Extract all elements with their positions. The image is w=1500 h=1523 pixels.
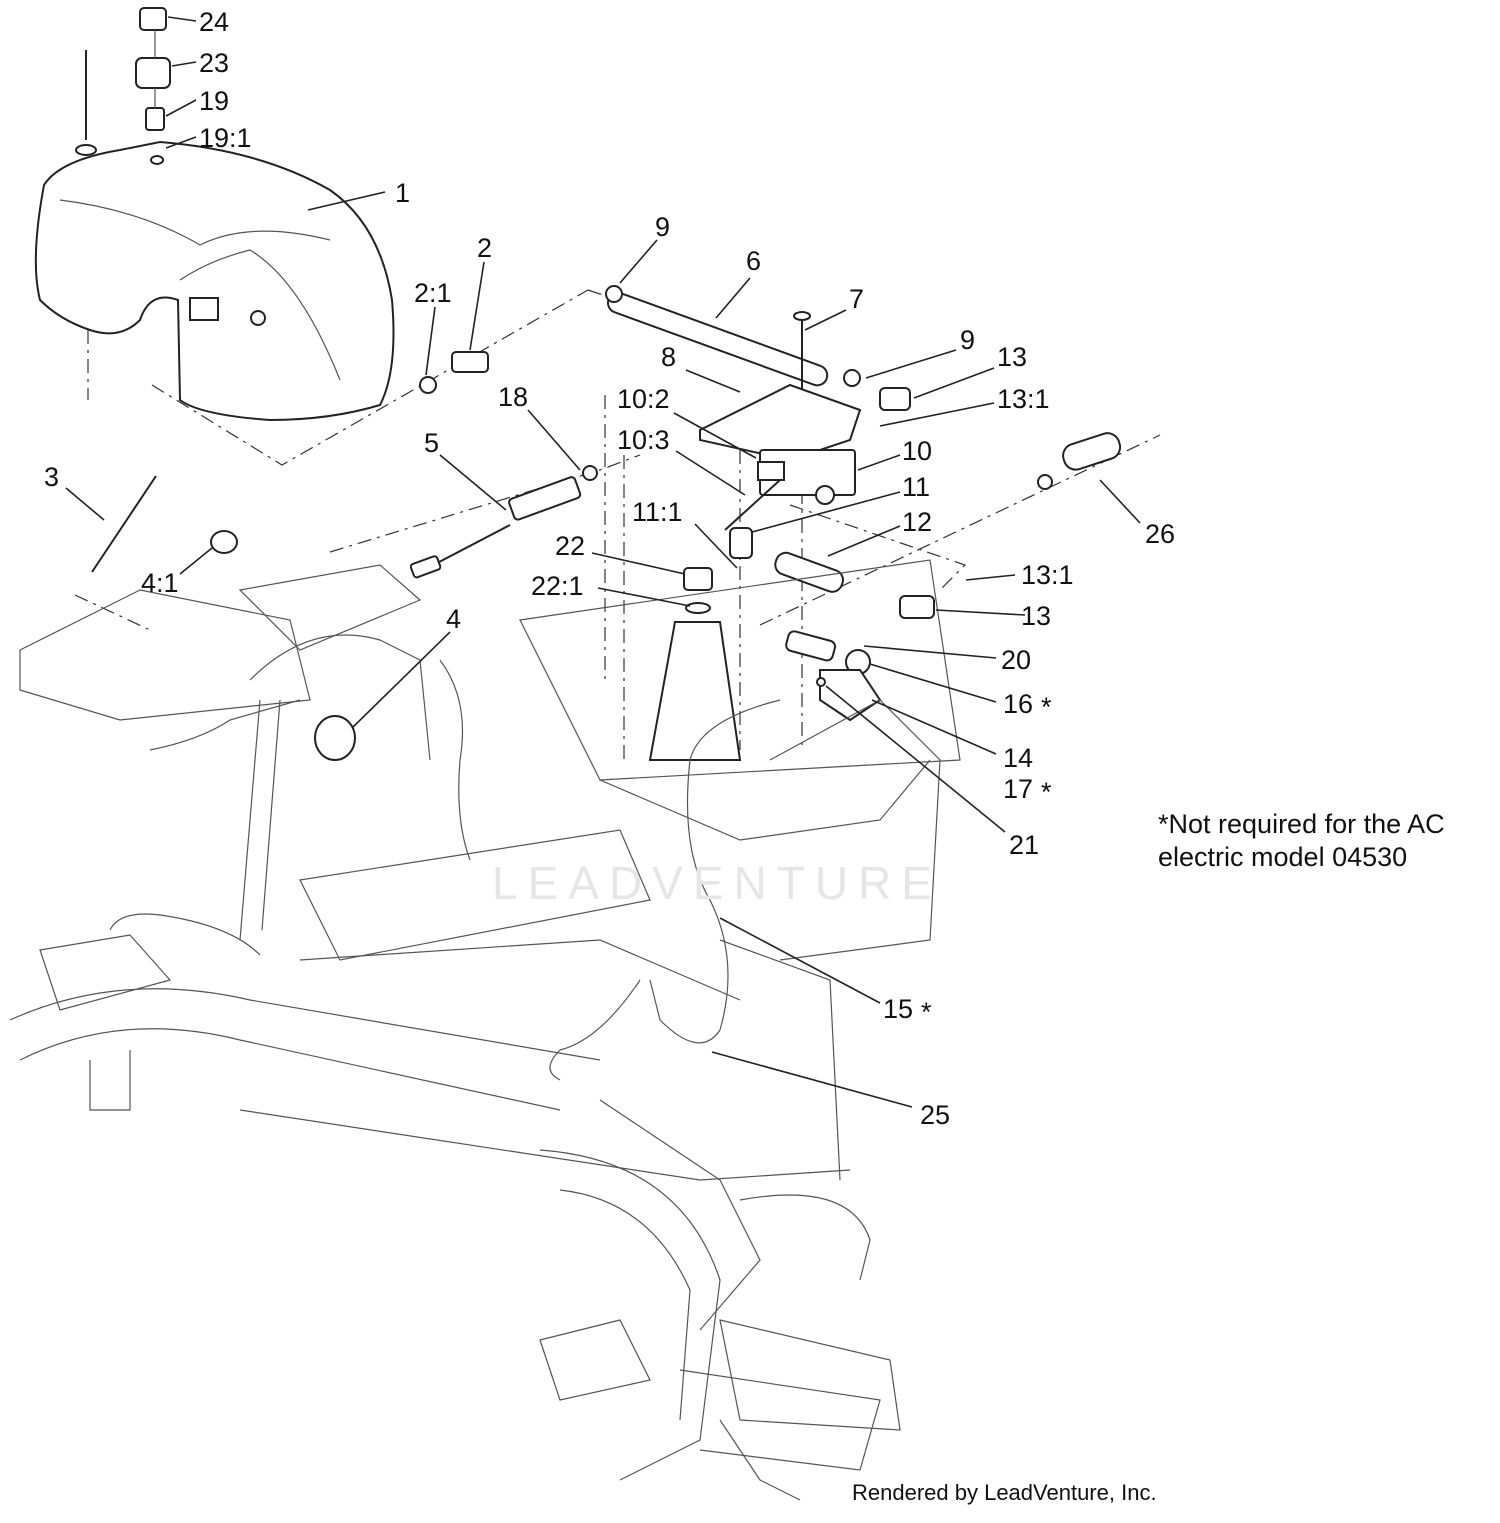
callout-16-group[interactable]: 16 * xyxy=(1003,689,1052,722)
footnote-line-2: electric model 04530 xyxy=(1158,842,1408,872)
callout-1[interactable]: 1 xyxy=(395,178,410,208)
callout-10[interactable]: 10 xyxy=(902,436,932,466)
callout-10-3[interactable]: 10:3 xyxy=(617,425,670,455)
callout-19[interactable]: 19 xyxy=(199,86,229,116)
callout-22-1[interactable]: 22:1 xyxy=(531,571,584,601)
footnote: *Not required for the AC electric model … xyxy=(1158,808,1445,874)
callout-13-1-top[interactable]: 13:1 xyxy=(997,384,1050,414)
callout-15-group[interactable]: 15 * xyxy=(883,994,932,1027)
callout-4-1[interactable]: 4:1 xyxy=(141,568,179,598)
callout-23[interactable]: 23 xyxy=(199,48,229,78)
callout-4[interactable]: 4 xyxy=(446,604,461,634)
callout-24[interactable]: 24 xyxy=(199,7,229,37)
callout-3[interactable]: 3 xyxy=(44,462,59,492)
callout-6[interactable]: 6 xyxy=(746,246,761,276)
callout-16[interactable]: 16 xyxy=(1003,689,1033,719)
callout-22[interactable]: 22 xyxy=(555,531,585,561)
callout-25[interactable]: 25 xyxy=(920,1100,950,1130)
callout-18[interactable]: 18 xyxy=(498,382,528,412)
callout-12[interactable]: 12 xyxy=(902,507,932,537)
callout-13-bottom[interactable]: 13 xyxy=(1021,601,1051,631)
footnote-line-1: *Not required for the AC xyxy=(1158,809,1445,839)
callout-9-right[interactable]: 9 xyxy=(960,325,975,355)
callout-labels: 24 23 19 19:1 1 2 2:1 9 6 7 9 13 8 13:1 … xyxy=(44,7,1175,1130)
credit-text: Rendered by LeadVenture, Inc. xyxy=(852,1480,1157,1505)
callout-5[interactable]: 5 xyxy=(424,428,439,458)
callout-13-top[interactable]: 13 xyxy=(997,342,1027,372)
callout-7[interactable]: 7 xyxy=(849,284,864,314)
callout-9-top[interactable]: 9 xyxy=(655,212,670,242)
watermark: LEADVENTURE xyxy=(492,857,942,909)
callout-8[interactable]: 8 xyxy=(661,342,676,372)
callout-15[interactable]: 15 xyxy=(883,994,913,1024)
callout-11-1[interactable]: 11:1 xyxy=(632,497,683,527)
callout-21[interactable]: 21 xyxy=(1009,830,1039,860)
callout-20[interactable]: 20 xyxy=(1001,645,1031,675)
callout-17-group[interactable]: 17 * xyxy=(1003,774,1052,807)
callout-14[interactable]: 14 xyxy=(1003,743,1033,773)
callout-17[interactable]: 17 xyxy=(1003,774,1033,804)
leader-lines xyxy=(65,16,1141,1108)
callout-13-1-bottom[interactable]: 13:1 xyxy=(1021,560,1074,590)
frame-drawing xyxy=(9,7,1161,1501)
callout-19-1[interactable]: 19:1 xyxy=(199,123,252,153)
callout-2[interactable]: 2 xyxy=(477,233,492,263)
callout-11[interactable]: 11 xyxy=(902,472,930,502)
asterisk-15: * xyxy=(921,997,932,1027)
asterisk-17: * xyxy=(1041,777,1052,807)
callout-26[interactable]: 26 xyxy=(1145,519,1175,549)
callout-2-1[interactable]: 2:1 xyxy=(414,278,452,308)
callout-10-2[interactable]: 10:2 xyxy=(617,384,670,414)
asterisk-16: * xyxy=(1041,692,1052,722)
